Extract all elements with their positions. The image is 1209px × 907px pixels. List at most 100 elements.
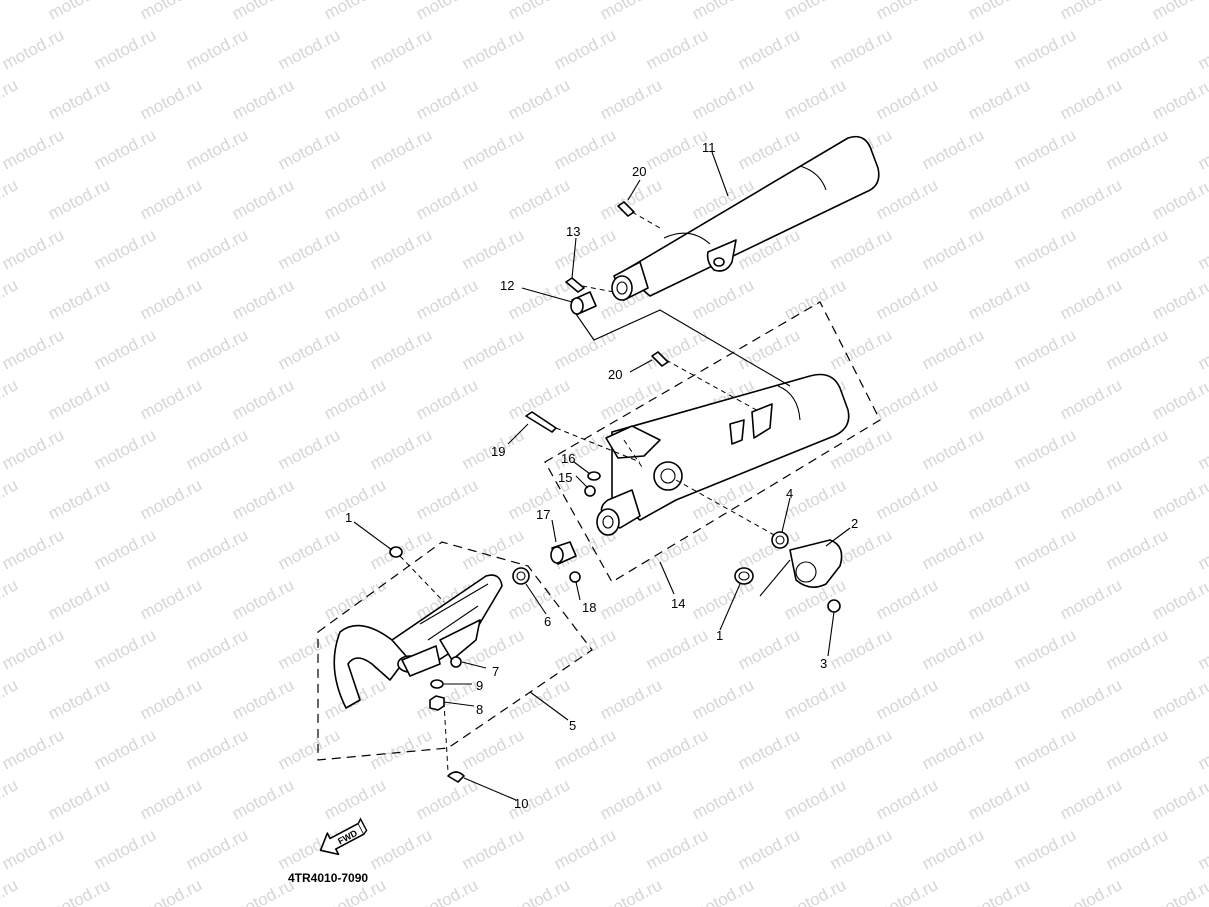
watermark-text: motod.ru bbox=[1149, 75, 1209, 123]
watermark-text: motod.ru bbox=[1149, 575, 1209, 623]
watermark-text: motod.ru bbox=[91, 325, 159, 373]
watermark-text: motod.ru bbox=[597, 675, 665, 723]
watermark-text: motod.ru bbox=[689, 275, 757, 323]
callout-8: 8 bbox=[476, 702, 483, 717]
washer-9 bbox=[430, 679, 444, 689]
watermark-text: motod.ru bbox=[827, 225, 895, 273]
muffler-14 bbox=[596, 373, 850, 536]
watermark-text: motod.ru bbox=[1011, 425, 1079, 473]
watermark-text: motod.ru bbox=[183, 825, 251, 873]
watermark-text: motod.ru bbox=[0, 525, 67, 573]
watermark-text: motod.ru bbox=[1195, 25, 1209, 73]
watermark-text: motod.ru bbox=[919, 25, 987, 73]
watermark-text: motod.ru bbox=[91, 725, 159, 773]
watermark-text: motod.ru bbox=[413, 375, 481, 423]
watermark-text: motod.ru bbox=[1011, 525, 1079, 573]
watermark-text: motod.ru bbox=[1103, 825, 1171, 873]
watermark-text: motod.ru bbox=[1057, 475, 1125, 523]
callout-5: 5 bbox=[569, 718, 576, 733]
watermark-text: motod.ru bbox=[321, 775, 389, 823]
watermark-text: motod.ru bbox=[597, 375, 665, 423]
watermark-text: motod.ru bbox=[597, 775, 665, 823]
assembly-outlines bbox=[317, 301, 881, 761]
watermark-text: motod.ru bbox=[1195, 225, 1209, 273]
watermark-text: motod.ru bbox=[229, 875, 297, 907]
watermark-text: motod.ru bbox=[505, 75, 573, 123]
watermark-text: motod.ru bbox=[45, 275, 113, 323]
watermark-text: motod.ru bbox=[321, 175, 389, 223]
callout-12: 12 bbox=[500, 278, 514, 293]
watermark-text: motod.ru bbox=[919, 525, 987, 573]
watermark-text: motod.ru bbox=[275, 225, 343, 273]
watermark-text: motod.ru bbox=[1149, 275, 1209, 323]
watermark-text: motod.ru bbox=[367, 225, 435, 273]
watermark-text: motod.ru bbox=[275, 425, 343, 473]
watermark-text: motod.ru bbox=[137, 275, 205, 323]
watermark-text: motod.ru bbox=[689, 75, 757, 123]
watermark-text: motod.ru bbox=[1103, 525, 1171, 573]
watermark-text: motod.ru bbox=[873, 875, 941, 907]
callout-15: 15 bbox=[558, 470, 572, 485]
watermark-text: motod.ru bbox=[827, 25, 895, 73]
watermark-text: motod.ru bbox=[367, 425, 435, 473]
watermark-text: motod.ru bbox=[459, 225, 527, 273]
watermark-text: motod.ru bbox=[0, 725, 67, 773]
watermark-text: motod.ru bbox=[965, 75, 1033, 123]
watermark-text: motod.ru bbox=[781, 775, 849, 823]
watermark-text: motod.ru bbox=[45, 75, 113, 123]
watermark-text: motod.ru bbox=[1057, 775, 1125, 823]
watermark-text: motod.ru bbox=[91, 25, 159, 73]
watermark-text: motod.ru bbox=[505, 175, 573, 223]
watermark-text: motod.ru bbox=[229, 175, 297, 223]
watermark-text: motod.ru bbox=[45, 175, 113, 223]
watermark-text: motod.ru bbox=[0, 0, 21, 24]
watermark-text: motod.ru bbox=[735, 825, 803, 873]
watermark-text: motod.ru bbox=[505, 875, 573, 907]
watermark-text: motod.ru bbox=[137, 0, 205, 24]
watermark-text: motod.ru bbox=[689, 0, 757, 24]
watermark-text: motod.ru bbox=[321, 275, 389, 323]
watermark-text: motod.ru bbox=[0, 875, 21, 907]
watermark-text: motod.ru bbox=[0, 575, 21, 623]
watermark-text: motod.ru bbox=[827, 325, 895, 373]
watermark-text: motod.ru bbox=[1011, 25, 1079, 73]
watermark-text: motod.ru bbox=[413, 675, 481, 723]
watermark-text: motod.ru bbox=[919, 825, 987, 873]
watermark-text: motod.ru bbox=[689, 675, 757, 723]
watermark-text: motod.ru bbox=[321, 75, 389, 123]
callout-16: 16 bbox=[561, 451, 575, 466]
callout-14: 14 bbox=[671, 596, 685, 611]
watermark-text: motod.ru bbox=[735, 725, 803, 773]
watermark-text: motod.ru bbox=[965, 175, 1033, 223]
watermark-text: motod.ru bbox=[551, 825, 619, 873]
watermark-text: motod.ru bbox=[183, 25, 251, 73]
watermark-text: motod.ru bbox=[183, 225, 251, 273]
watermark-text: motod.ru bbox=[827, 725, 895, 773]
watermark-text: motod.ru bbox=[45, 375, 113, 423]
bolt-7 bbox=[450, 656, 462, 668]
watermark-text: motod.ru bbox=[91, 625, 159, 673]
callout-20-lower: 20 bbox=[608, 367, 622, 382]
nut-15 bbox=[584, 485, 596, 497]
watermark-text: motod.ru bbox=[873, 475, 941, 523]
callout-labels: 1 1 2 3 4 5 6 7 8 9 10 11 12 13 14 15 16… bbox=[345, 140, 858, 811]
watermark-text: motod.ru bbox=[1011, 225, 1079, 273]
watermark-text: motod.ru bbox=[1149, 0, 1209, 24]
watermark-text: motod.ru bbox=[873, 275, 941, 323]
watermark-text: motod.ru bbox=[873, 575, 941, 623]
callout-4: 4 bbox=[786, 486, 793, 501]
watermark-text: motod.ru bbox=[781, 75, 849, 123]
diagram-code: 4TR4010-7090 bbox=[288, 871, 368, 885]
muffler-assembly-outline bbox=[544, 301, 881, 583]
watermark-text: motod.ru bbox=[1057, 375, 1125, 423]
watermark-text: motod.ru bbox=[1103, 25, 1171, 73]
watermark-text: motod.ru bbox=[1057, 875, 1125, 907]
watermark-text: motod.ru bbox=[873, 0, 941, 24]
watermark-text: motod.ru bbox=[873, 675, 941, 723]
watermark-text: motod.ru bbox=[551, 225, 619, 273]
watermark-text: motod.ru bbox=[183, 325, 251, 373]
watermark-text: motod.ru bbox=[413, 175, 481, 223]
watermark-text: motod.ru bbox=[229, 675, 297, 723]
watermark-text: motod.ru bbox=[321, 475, 389, 523]
